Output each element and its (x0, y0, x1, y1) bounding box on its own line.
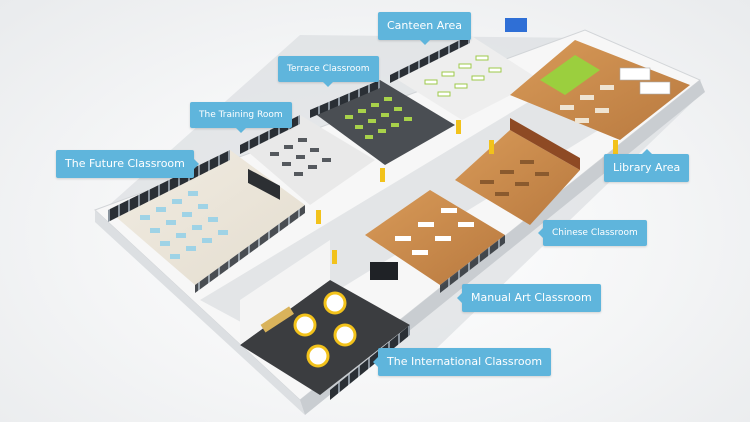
canteen-tables (424, 55, 502, 97)
manual-art-tables (395, 208, 474, 255)
label-training-room: The Training Room (190, 102, 292, 133)
terrace-classroom-glass (310, 80, 380, 118)
international-shelf (260, 306, 294, 333)
label-future-classroom: The Future Classroom (56, 150, 199, 178)
front-wall (95, 210, 305, 415)
chinese-classroom-desks (480, 160, 549, 196)
library-shelves (619, 67, 671, 95)
canteen-glass (390, 35, 470, 83)
training-room-desks (270, 138, 331, 176)
international-side-wall (240, 240, 330, 345)
label-library-area: Library Area (604, 149, 690, 182)
doors (316, 120, 618, 264)
label-international-classroom: The International Classroom (372, 348, 552, 376)
label-terrace-classroom: Terrace Classroom (278, 56, 379, 87)
library-tables (560, 85, 614, 123)
future-classroom-board (248, 168, 280, 200)
future-classroom-desks (140, 191, 228, 259)
terrace-classroom-seats (345, 97, 412, 139)
library-green-rug (540, 55, 600, 95)
international-round-tables (293, 291, 357, 368)
corridor-glass-left (195, 205, 305, 293)
training-room-floor (240, 115, 375, 205)
label-chinese-classroom: Chinese Classroom (538, 220, 647, 246)
international-glass (330, 325, 410, 400)
label-manual-art-classroom: Manual Art Classroom (457, 284, 601, 312)
corridor-glass-right (440, 235, 505, 293)
future-classroom-glass (108, 150, 230, 222)
international-floor (240, 280, 410, 395)
chinese-classroom-wall (510, 118, 580, 170)
manual-art-screen (370, 262, 398, 280)
canteen-counter (505, 18, 527, 32)
label-canteen-area: Canteen Area (378, 12, 472, 45)
chinese-classroom-floor (455, 130, 580, 225)
